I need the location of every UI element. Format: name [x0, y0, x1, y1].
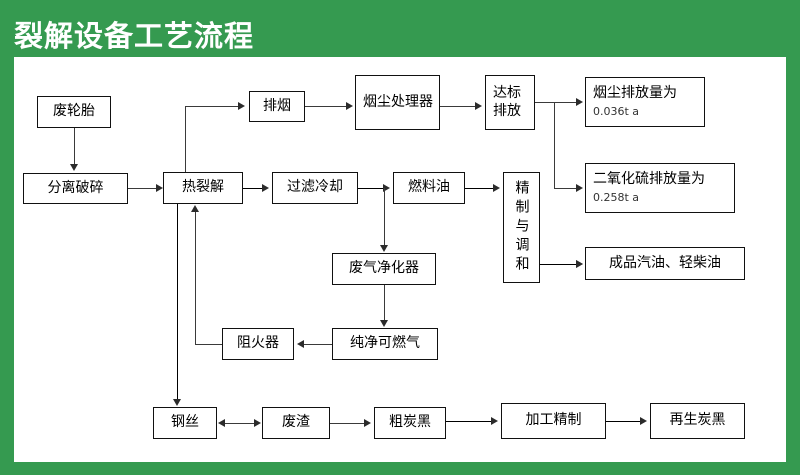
edge-pyrolysis-to-filter-cool [243, 188, 262, 189]
arrowhead-exhaust-to-dust-treatment [346, 101, 353, 110]
node-waste-tire-label: 废轮胎 [53, 103, 95, 120]
node-flame-arrester-label: 阻火器 [237, 335, 279, 352]
node-pyrolysis-label: 热裂解 [182, 179, 224, 196]
node-standard-emission-label: 达标排放 [493, 85, 521, 119]
node-filter-cool-label: 过滤冷却 [287, 179, 343, 196]
node-so2-emission[interactable]: 二氧化硫排放量为 0.258t a [585, 163, 735, 213]
node-filter-cool[interactable]: 过滤冷却 [272, 172, 358, 204]
page-title: 裂解设备工艺流程 [14, 19, 255, 53]
node-process-refine-label: 加工精制 [525, 412, 582, 429]
footer-bar [0, 462, 800, 475]
edge-slag-to-crude-carbon [330, 423, 364, 424]
arrowhead-process-refine-to-recycled-carbon [640, 416, 647, 425]
arrowhead-slag-to-crude-carbon [364, 418, 371, 427]
node-slag[interactable]: 废渣 [262, 407, 330, 439]
node-finished-oil-label: 成品汽油、轻柴油 [609, 254, 721, 271]
node-slag-label: 废渣 [282, 414, 310, 431]
edge-separate-crush-to-pyrolysis [128, 188, 156, 189]
edge-pyrolysis-to-exhaust-riser [185, 106, 186, 172]
node-gas-purifier-label: 废气净化器 [349, 260, 419, 277]
arrowhead-dust-treatment-to-standard-emission [475, 101, 482, 110]
edge-fuel-oil-to-refine-blend [465, 188, 493, 189]
arrowhead-standard-emission-to-dust-emission [576, 97, 583, 106]
edge-filter-cool-to-fuel-oil [358, 188, 383, 189]
node-recycled-carbon-label: 再生炭黑 [669, 412, 726, 429]
node-clean-gas[interactable]: 纯净可燃气 [332, 328, 438, 360]
node-fuel-oil[interactable]: 燃料油 [393, 172, 465, 204]
arrowhead-slag-to-steel-wire [218, 418, 225, 427]
node-dust-emission[interactable]: 烟尘排放量为 0.036t a [585, 77, 705, 127]
arrowhead-waste-tire-to-separate-crush [69, 164, 78, 171]
edge-steel-wire-to-slag [225, 423, 254, 424]
node-exhaust[interactable]: 排烟 [249, 91, 305, 122]
edge-clean-gas-to-flame-arrester [304, 344, 332, 345]
edge-gas-purifier-to-clean-gas [384, 285, 385, 320]
node-dust-treatment-label: 烟尘处理器 [363, 93, 433, 110]
node-pyrolysis[interactable]: 热裂解 [163, 172, 243, 204]
edge-flame-arrester-to-pyrolysis-riser [195, 212, 196, 344]
node-fuel-oil-label: 燃料油 [408, 179, 450, 196]
edge-process-refine-to-recycled-carbon [606, 421, 640, 422]
flowchart-canvas: 废轮胎 分离破碎 热裂解 排烟 烟尘处理器 达标排放 烟尘排放量为 0.036t… [14, 57, 786, 462]
arrowhead-pyrolysis-to-steel-wire [172, 399, 181, 406]
node-flame-arrester[interactable]: 阻火器 [222, 328, 294, 360]
node-refine-blend-label: 精制与调和 [513, 180, 530, 275]
arrowhead-steel-wire-to-slag [254, 418, 261, 427]
arrowhead-fuel-oil-to-refine-blend [493, 183, 500, 192]
arrowhead-standard-emission-to-so2 [576, 183, 583, 192]
node-recycled-carbon[interactable]: 再生炭黑 [650, 403, 745, 439]
title-bar: 裂解设备工艺流程 [0, 0, 800, 57]
node-exhaust-label: 排烟 [263, 97, 291, 114]
node-steel-wire[interactable]: 钢丝 [153, 407, 217, 439]
node-waste-tire[interactable]: 废轮胎 [37, 96, 111, 128]
node-standard-emission[interactable]: 达标排放 [485, 75, 535, 130]
edge-filter-cool-to-gas-purifier [384, 188, 385, 245]
arrowhead-pyrolysis-to-exhaust [238, 101, 245, 110]
node-finished-oil[interactable]: 成品汽油、轻柴油 [585, 247, 745, 280]
node-dust-emission-value: 0.036t a [593, 104, 640, 118]
node-separate-crush[interactable]: 分离破碎 [23, 173, 128, 204]
arrowhead-separate-crush-to-pyrolysis [156, 183, 163, 192]
node-so2-emission-label: 二氧化硫排放量为 [593, 171, 705, 188]
edge-refine-blend-to-finished-oil [540, 264, 576, 265]
node-so2-emission-value: 0.258t a [593, 190, 640, 204]
edge-dust-treatment-to-standard-emission [440, 106, 475, 107]
node-separate-crush-label: 分离破碎 [47, 179, 104, 196]
arrowhead-crude-carbon-to-process-refine [491, 416, 498, 425]
edge-waste-tire-to-separate-crush [74, 128, 75, 164]
node-crude-carbon-label: 粗炭黑 [389, 414, 431, 431]
node-refine-blend[interactable]: 精制与调和 [503, 172, 540, 283]
edge-standard-emission-to-dust-emission [535, 102, 576, 103]
node-clean-gas-label: 纯净可燃气 [350, 335, 420, 352]
node-process-refine[interactable]: 加工精制 [501, 403, 606, 439]
arrowhead-flame-arrester-to-pyrolysis [190, 205, 199, 212]
edge-pyrolysis-to-steel-wire [177, 204, 178, 399]
edge-flame-arrester-to-pyrolysis-run [195, 344, 222, 345]
arrowhead-refine-blend-to-finished-oil [576, 259, 583, 268]
edge-crude-carbon-to-process-refine [446, 421, 491, 422]
edge-exhaust-to-dust-treatment [305, 106, 346, 107]
node-steel-wire-label: 钢丝 [171, 414, 199, 431]
node-dust-treatment[interactable]: 烟尘处理器 [355, 75, 440, 130]
edge-standard-emission-to-so2-run [554, 188, 576, 189]
arrowhead-gas-purifier-to-clean-gas [379, 320, 388, 327]
node-gas-purifier[interactable]: 废气净化器 [332, 253, 436, 285]
arrowhead-pyrolysis-to-filter-cool [262, 183, 269, 192]
node-crude-carbon[interactable]: 粗炭黑 [374, 407, 446, 439]
edge-standard-emission-to-so2-riser [554, 102, 555, 188]
edge-pyrolysis-to-exhaust-run [185, 106, 238, 107]
arrowhead-filter-cool-to-fuel-oil [383, 183, 390, 192]
arrowhead-clean-gas-to-flame-arrester [297, 339, 304, 348]
node-dust-emission-label: 烟尘排放量为 [593, 85, 677, 102]
arrowhead-filter-cool-to-gas-purifier [379, 245, 388, 252]
